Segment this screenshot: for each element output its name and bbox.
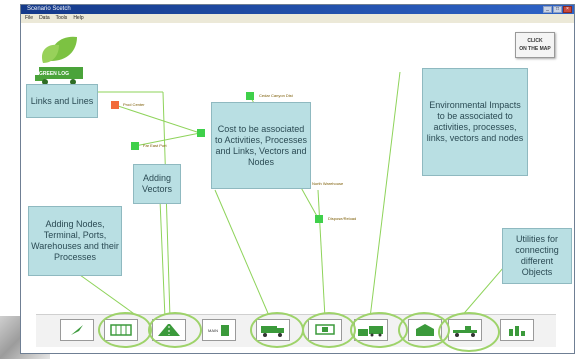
click-map-line1: CLICK (527, 38, 543, 44)
menu-help[interactable]: Help (73, 15, 84, 21)
node-label: Cedar Canyon Dist (259, 93, 293, 98)
callout-environmental: Environmental Impacts to be associated t… (422, 68, 528, 176)
node-vector[interactable] (197, 129, 205, 137)
chart-icon (509, 326, 525, 336)
node-reload[interactable] (315, 215, 323, 223)
callout-utilities: Utilities for connecting different Objec… (502, 228, 572, 284)
menu-bar: File Data Tools Help (21, 14, 574, 23)
highlight-ring-truck (250, 312, 304, 348)
main-button[interactable]: MAIN (202, 319, 236, 341)
callout-utilities-text: Utilities for connecting different Objec… (515, 234, 559, 277)
arrow-icon (71, 325, 83, 335)
minimize-button[interactable]: _ (543, 6, 552, 13)
callout-links-text: Links and Lines (30, 95, 94, 106)
menu-file[interactable]: File (25, 15, 34, 21)
main-label: MAIN (208, 327, 218, 333)
maximize-button[interactable]: □ (553, 6, 562, 13)
node-label: Far East Port (143, 143, 167, 148)
node-label: North Warehouse (312, 181, 344, 186)
green-log-logo (35, 36, 83, 85)
title-bar: Scenario Scetch _ □ × (21, 5, 574, 14)
chart-button[interactable] (500, 319, 534, 341)
highlight-ring-terminal (98, 312, 152, 348)
highlight-ring-train (302, 312, 356, 348)
callout-vectors-text: Adding Vectors (141, 173, 172, 194)
close-button[interactable]: × (563, 6, 572, 13)
callout-vectors: Adding Vectors (133, 164, 181, 204)
logo-text: GREEN LOG (39, 71, 70, 77)
callout-nodes-text: Adding Nodes, Terminal, Ports, Warehouse… (31, 219, 119, 262)
window-controls: _ □ × (543, 6, 572, 13)
main-bin-icon (221, 325, 229, 336)
window-title: Scenario Scetch (27, 6, 71, 12)
arrow-button[interactable] (60, 319, 94, 341)
callout-cost-text: Cost to be associated to Activities, Pro… (214, 123, 308, 167)
node-production[interactable] (111, 101, 119, 109)
menu-data[interactable]: Data (39, 15, 50, 21)
callout-cost: Cost to be associated to Activities, Pro… (211, 102, 311, 189)
highlight-ring-tractor (438, 312, 500, 352)
callout-links: Links and Lines (26, 84, 98, 118)
callout-environmental-text: Environmental Impacts to be associated t… (426, 100, 524, 143)
node-port[interactable] (131, 142, 139, 150)
node-label: Dispose/Reload (328, 216, 357, 221)
click-on-the-map-button[interactable]: CLICK ON THE MAP (515, 32, 555, 58)
node-label: Prod Center (123, 102, 145, 107)
callout-nodes: Adding Nodes, Terminal, Ports, Warehouse… (28, 206, 122, 276)
highlight-ring-road (148, 312, 202, 348)
node-distribution[interactable] (246, 92, 254, 100)
click-map-line2: ON THE MAP (519, 46, 551, 52)
menu-tools[interactable]: Tools (55, 15, 68, 21)
